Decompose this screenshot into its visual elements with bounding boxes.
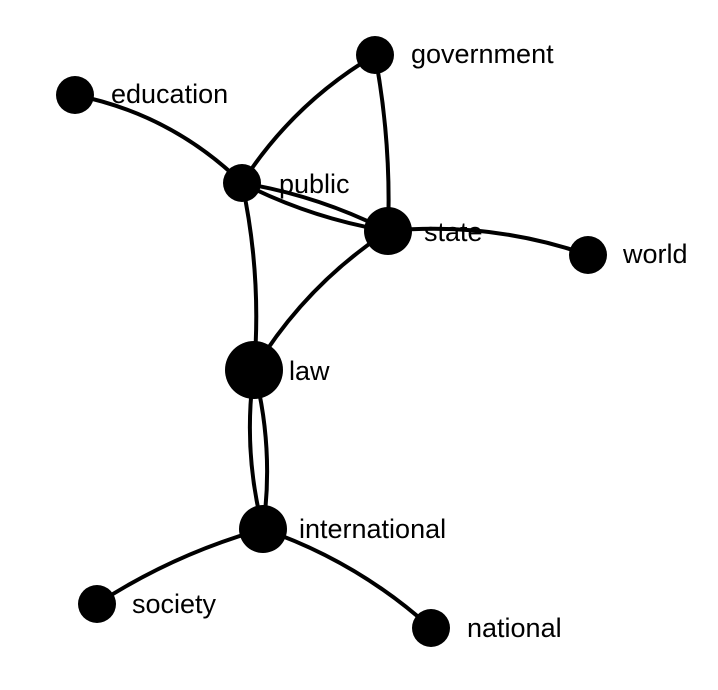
edge-education-public	[73, 93, 244, 185]
node-government[interactable]	[356, 36, 394, 74]
node-label-public: public	[279, 169, 350, 199]
node-education[interactable]	[56, 76, 94, 114]
node-label-state: state	[424, 217, 483, 247]
edge-state-world	[386, 226, 590, 257]
node-label-national: national	[467, 613, 562, 643]
node-national[interactable]	[412, 609, 450, 647]
node-label-law: law	[289, 356, 330, 386]
node-label-education: education	[111, 79, 228, 109]
node-world[interactable]	[569, 236, 607, 274]
node-label-government: government	[411, 39, 554, 69]
nodes-layer	[56, 36, 607, 647]
node-international[interactable]	[239, 505, 287, 553]
node-society[interactable]	[78, 585, 116, 623]
node-label-world: world	[622, 239, 688, 269]
labels-layer: government education public state world law in…	[111, 39, 688, 643]
node-public[interactable]	[223, 164, 261, 202]
node-label-society: society	[132, 589, 217, 619]
edge-government-state	[373, 53, 391, 233]
node-law[interactable]	[225, 341, 283, 399]
edge-government-public	[240, 53, 377, 185]
node-label-international: international	[299, 514, 446, 544]
node-state[interactable]	[364, 207, 412, 255]
edge-international-national	[261, 527, 433, 630]
